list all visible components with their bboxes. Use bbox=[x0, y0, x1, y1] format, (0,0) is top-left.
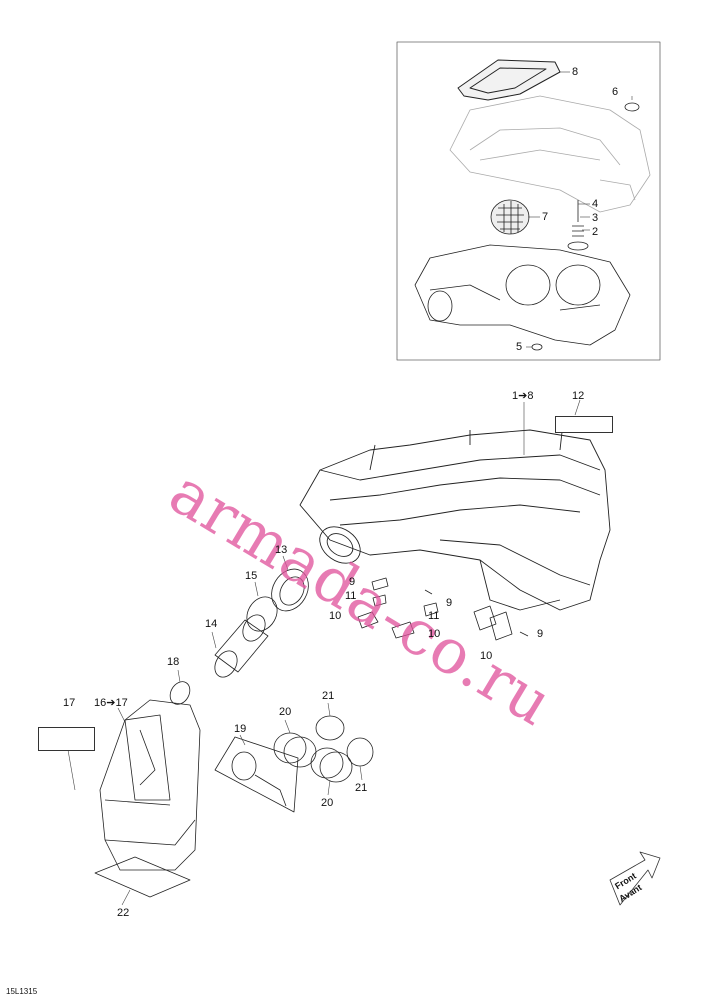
callout-5: 5 bbox=[516, 341, 523, 353]
callout-15: 15 bbox=[245, 570, 258, 582]
callout-7: 7 bbox=[542, 211, 549, 223]
lower-housing-inset bbox=[414, 244, 631, 346]
detail-inset-frame bbox=[396, 41, 661, 361]
callout-20-a: 20 bbox=[279, 706, 292, 718]
warning-decal-12 bbox=[555, 416, 613, 433]
callout-16-to-17: 16➔17 bbox=[94, 697, 128, 709]
grommet-part bbox=[624, 102, 640, 112]
reference-code: 15L1315 bbox=[6, 987, 38, 996]
airbox-assembly bbox=[299, 429, 611, 611]
callout-10-a: 10 bbox=[329, 610, 342, 622]
front-direction-arrow bbox=[609, 851, 661, 906]
callout-17: 17 bbox=[63, 697, 76, 709]
callout-6: 6 bbox=[612, 86, 619, 98]
leader-lines bbox=[67, 71, 633, 906]
callout-10-c: 10 bbox=[480, 650, 493, 662]
callout-3: 3 bbox=[592, 212, 599, 224]
filter-cover-part bbox=[457, 59, 561, 101]
callout-21-b: 21 bbox=[355, 782, 368, 794]
callout-10-b: 10 bbox=[428, 628, 441, 640]
callout-14: 14 bbox=[205, 618, 218, 630]
nut-part bbox=[531, 343, 543, 351]
callout-9-a: 9 bbox=[349, 576, 356, 588]
callout-11-a: 11 bbox=[345, 590, 357, 602]
callout-13: 13 bbox=[275, 544, 288, 556]
clamp-15-part bbox=[246, 596, 278, 632]
notice-decal-17 bbox=[38, 727, 95, 751]
ducts-and-clamps bbox=[273, 715, 374, 783]
intake-silencer-part bbox=[99, 699, 201, 871]
intake-tube-part bbox=[214, 614, 269, 678]
callout-2: 2 bbox=[592, 226, 599, 238]
foam-pad-part bbox=[94, 856, 191, 898]
mounting-plate-part bbox=[214, 736, 299, 813]
seal-ring-part bbox=[271, 568, 309, 612]
callout-12: 12 bbox=[572, 390, 585, 402]
callout-8: 8 bbox=[572, 66, 579, 78]
callout-19: 19 bbox=[234, 723, 247, 735]
callout-22: 22 bbox=[117, 907, 130, 919]
clip-hardware-group bbox=[357, 577, 529, 641]
callout-9-b: 9 bbox=[446, 597, 453, 609]
callout-9-c: 9 bbox=[537, 628, 544, 640]
bolt-spring-washer-stack bbox=[567, 200, 589, 251]
callout-11-b: 11 bbox=[428, 610, 440, 622]
callout-18: 18 bbox=[167, 656, 180, 668]
callout-4: 4 bbox=[592, 198, 599, 210]
callout-1-to-8: 1➔8 bbox=[512, 390, 534, 402]
callout-21-a: 21 bbox=[322, 690, 335, 702]
upper-housing-inset bbox=[449, 95, 651, 213]
callout-20-b: 20 bbox=[321, 797, 334, 809]
air-filter-part bbox=[490, 199, 530, 235]
